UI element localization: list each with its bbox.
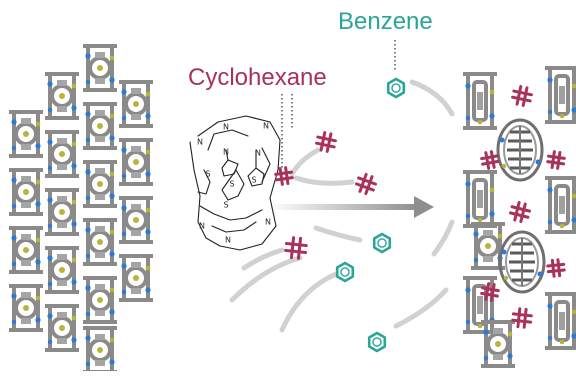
benzene-molecule — [367, 331, 387, 353]
motion-trail — [241, 247, 285, 271]
framework-unit — [117, 252, 155, 304]
framework-unit — [461, 70, 499, 132]
cyclohexane-molecule — [274, 166, 294, 186]
motion-trail — [431, 219, 455, 257]
cyclohexane-molecule — [546, 258, 566, 278]
benzene-molecule — [335, 261, 355, 283]
benzene-label: Benzene — [338, 8, 433, 35]
framework-unit — [461, 168, 499, 230]
framework-unit — [117, 136, 155, 188]
nitrogen-label: N — [255, 149, 261, 158]
framework-unit — [81, 100, 119, 152]
nitrogen-label: N — [197, 138, 203, 147]
nitrogen-label: N — [263, 122, 269, 131]
framework-unit — [81, 324, 119, 376]
framework-unit — [117, 194, 155, 246]
framework-unit — [81, 158, 119, 210]
macrocycle-cage-structure — [189, 115, 281, 251]
framework-unit — [43, 128, 81, 180]
framework-unit — [43, 70, 81, 122]
left-framework-crystal — [7, 42, 155, 376]
main-reaction-arrow — [268, 196, 434, 218]
framework-unit — [81, 42, 119, 94]
label-pointer-lines — [281, 40, 396, 168]
framework-unit — [117, 78, 155, 130]
motion-trail — [409, 79, 455, 117]
cyclohexane-molecule — [509, 201, 531, 223]
motion-trail — [393, 287, 449, 329]
sulfur-label: S — [205, 170, 210, 179]
framework-unit — [479, 318, 517, 370]
nitrogen-label: N — [225, 236, 231, 245]
benzene-molecule — [372, 232, 392, 254]
framework-unit — [7, 282, 45, 334]
nitrogen-label: N — [265, 218, 271, 227]
motion-trail — [289, 147, 321, 177]
nitrogen-label: N — [223, 123, 229, 132]
framework-unit — [43, 186, 81, 238]
motion-trail — [229, 255, 303, 303]
framework-unit — [43, 244, 81, 296]
framework-unit — [43, 302, 81, 354]
cyclohexane-molecule — [511, 307, 533, 329]
cyclohexane-molecule — [284, 236, 308, 260]
benzene-molecule — [386, 77, 406, 99]
cyclohexane-molecule — [480, 150, 500, 170]
motion-trail — [279, 271, 339, 333]
cage-with-benzene — [496, 118, 544, 182]
nitrogen-label: N — [199, 222, 205, 231]
framework-unit — [81, 274, 119, 326]
motion-trail — [293, 175, 355, 186]
nitrogen-label: N — [223, 148, 229, 157]
cyclohexane-molecule — [354, 172, 378, 196]
sulfur-label: S — [229, 180, 234, 189]
cyclohexane-molecule — [480, 282, 500, 302]
framework-unit — [543, 64, 576, 126]
sulfur-label: S — [251, 176, 256, 185]
framework-unit — [7, 224, 45, 276]
guest-molecules — [274, 77, 566, 353]
motion-trails — [229, 79, 455, 333]
cage-atom-labels: N N N N N S S S S N N N — [197, 122, 271, 245]
framework-unit — [7, 166, 45, 218]
cyclohexane-label: Cyclohexane — [188, 64, 327, 91]
sulfur-label: S — [223, 201, 228, 210]
motion-trail — [313, 225, 363, 243]
framework-unit — [461, 274, 499, 336]
cyclohexane-molecule — [315, 131, 337, 153]
cyclohexane-molecule — [511, 85, 533, 107]
framework-unit — [7, 108, 45, 160]
framework-unit — [543, 174, 576, 236]
framework-unit — [543, 290, 576, 352]
cyclohexane-molecule — [546, 150, 566, 170]
framework-unit — [81, 216, 119, 268]
cage-with-benzene — [498, 230, 546, 294]
